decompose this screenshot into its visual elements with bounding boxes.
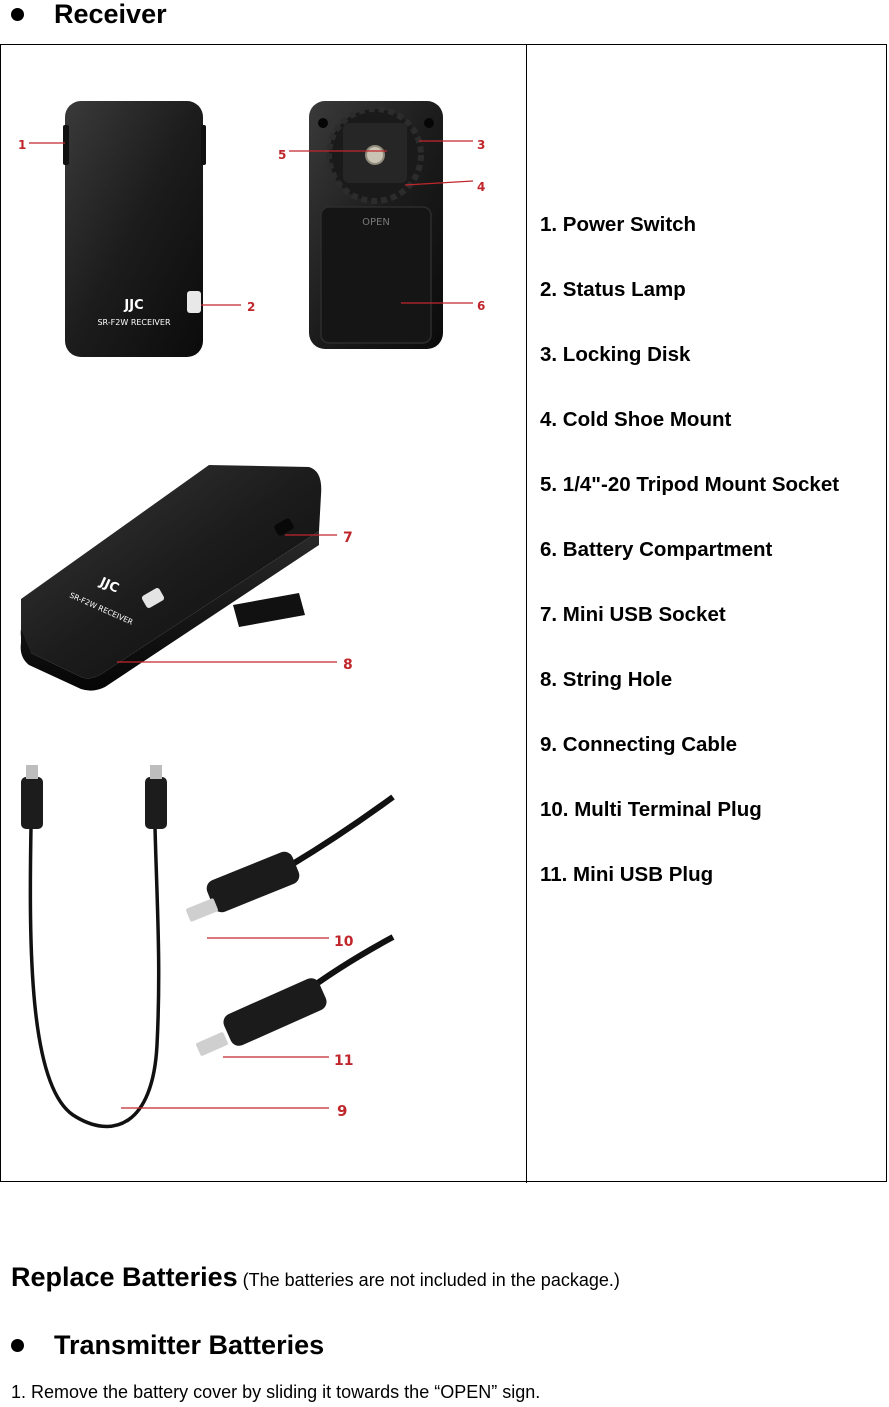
callout-3: 3 <box>477 138 485 152</box>
callout-8: 8 <box>343 657 353 673</box>
callout-7: 7 <box>343 530 353 546</box>
open-label: OPEN <box>362 217 390 228</box>
callout-2: 2 <box>247 300 255 314</box>
connecting-cable-view: 10 11 9 <box>21 765 395 1129</box>
part-item-string-hole: 8. String Hole <box>540 668 673 691</box>
receiver-heading: Receiver <box>8 0 167 31</box>
device-model: SR-F2W RECEIVER <box>97 318 170 327</box>
callout-10: 10 <box>334 934 354 950</box>
receiver-front-view: JJC SR-F2W RECEIVER 1 2 <box>18 101 255 357</box>
bullet-icon <box>11 7 24 21</box>
multi-terminal-plug-icon <box>186 851 300 922</box>
callout-11: 11 <box>334 1053 353 1069</box>
parts-list-cell: 1. Power Switch 2. Status Lamp 3. Lockin… <box>527 45 888 1183</box>
part-item-battery-compartment: 6. Battery Compartment <box>540 538 773 561</box>
step-remove-cover: 1. Remove the battery cover by sliding i… <box>11 1382 541 1402</box>
part-item-mini-usb-plug: 11. Mini USB Plug <box>540 863 714 886</box>
mini-usb-socket-icon <box>274 518 294 536</box>
part-item-connecting-cable: 9. Connecting Cable <box>540 733 738 756</box>
callout-9: 9 <box>337 1102 347 1120</box>
status-lamp-icon <box>187 291 201 313</box>
status-lamp-angled-icon <box>141 588 165 608</box>
callout-5: 5 <box>278 148 286 162</box>
callout-4: 4 <box>477 180 485 194</box>
receiver-angled-view: JJC SR-F2W RECEIVER 7 8 <box>20 465 353 691</box>
part-item-tripod-socket: 5. 1/4"-20 Tripod Mount Socket <box>540 473 840 496</box>
callout-1: 1 <box>18 138 26 152</box>
transmitter-batteries-heading: Transmitter Batteries <box>8 1327 324 1363</box>
product-photo: JJC SR-F2W RECEIVER 1 2 OPEN 5 <box>18 101 485 1129</box>
replace-batteries-heading: Replace Batteries (The batteries are not… <box>11 1262 620 1293</box>
transmitter-batteries-heading-text: Transmitter Batteries <box>54 1329 325 1360</box>
callout-6: 6 <box>477 299 485 313</box>
part-item-locking-disk: 3. Locking Disk <box>540 343 691 366</box>
part-item-power-switch: 1. Power Switch <box>540 213 697 236</box>
part-item-mini-usb-socket: 7. Mini USB Socket <box>540 603 726 626</box>
connecting-cable-icon <box>28 826 161 1129</box>
mini-usb-plug-icon <box>196 978 327 1056</box>
battery-compartment-icon <box>320 206 432 344</box>
bullet-icon <box>11 1338 24 1352</box>
receiver-heading-text: Receiver <box>54 0 167 29</box>
parts-table: JJC SR-F2W RECEIVER 1 2 OPEN 5 <box>0 44 888 1183</box>
tripod-socket-icon <box>365 145 385 165</box>
part-item-multi-terminal-plug: 10. Multi Terminal Plug <box>540 798 762 821</box>
product-photo-cell: JJC SR-F2W RECEIVER 1 2 OPEN 5 <box>1 45 527 1183</box>
replace-batteries-title: Replace Batteries <box>11 1262 238 1292</box>
replace-batteries-note: (The batteries are not included in the p… <box>237 1270 620 1290</box>
device-brand: JJC <box>123 298 143 313</box>
part-item-status-lamp: 2. Status Lamp <box>540 278 686 301</box>
receiver-back-view: OPEN 5 3 4 6 <box>278 101 485 349</box>
part-item-cold-shoe-mount: 4. Cold Shoe Mount <box>540 408 732 431</box>
